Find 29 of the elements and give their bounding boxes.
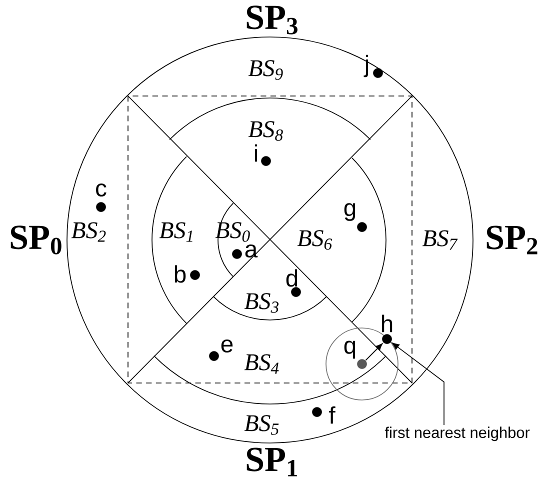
leader-line <box>392 342 444 426</box>
arrow <box>365 343 383 361</box>
region-label: BS$_{4}$ <box>244 354 279 374</box>
data-point: a <box>232 244 258 259</box>
data-point: i <box>254 144 271 166</box>
region-label: BS$_{3}$ <box>244 293 279 313</box>
data-point: d <box>286 269 301 297</box>
data-point: e <box>209 339 233 361</box>
node-label: q <box>344 340 356 359</box>
region-label: BS$_{9}$ <box>248 60 283 80</box>
data-point: j <box>364 54 383 78</box>
data-point: c <box>96 183 106 212</box>
data-point: h <box>382 314 392 344</box>
sector-label: SP$_{0}$ <box>10 226 62 254</box>
data-point: q <box>344 340 367 369</box>
region-label: BS$_{6}$ <box>297 230 332 250</box>
node-label: h <box>382 314 392 332</box>
data-point: f <box>312 406 336 424</box>
data-point: b <box>174 265 200 283</box>
sector-label: SP$_{2}$ <box>486 226 538 254</box>
data-point: g <box>344 203 367 232</box>
callout-text: first nearest neighbor <box>384 426 530 442</box>
region-label: BS$_{8}$ <box>248 121 283 141</box>
region-label: BS$_{5}$ <box>244 415 279 435</box>
sector-label: SP$_{3}$ <box>246 6 298 34</box>
sector-label: SP$_{1}$ <box>246 448 298 476</box>
region-label: BS$_{7}$ <box>422 230 458 250</box>
region-label: BS$_{2}$ <box>71 222 106 242</box>
region-label: BS$_{1}$ <box>159 222 192 242</box>
